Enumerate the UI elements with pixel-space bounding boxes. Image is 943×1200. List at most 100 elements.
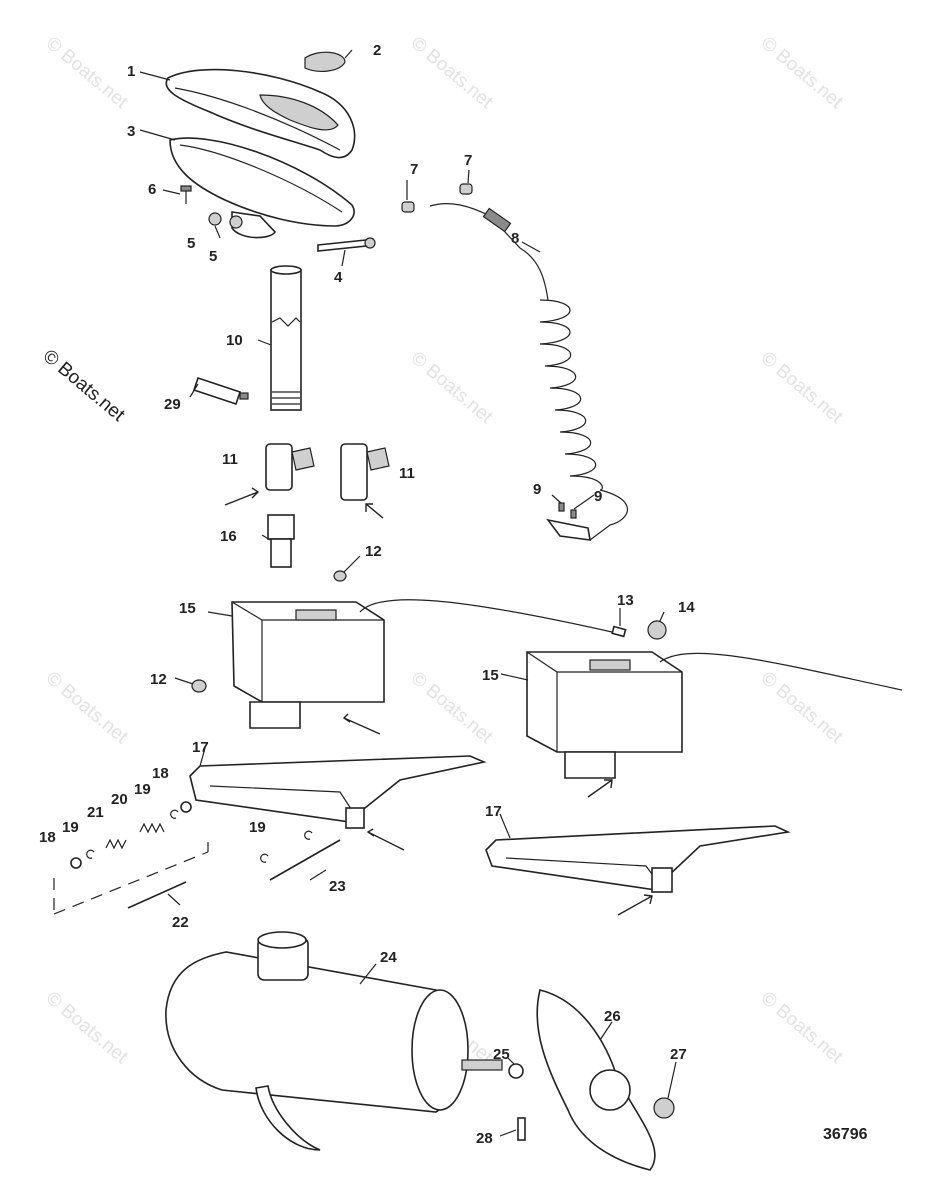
callout-19: 19 <box>134 781 151 798</box>
callout-9: 9 <box>594 488 602 505</box>
e-clip <box>86 849 95 859</box>
rod <box>269 839 341 881</box>
o-ring <box>333 570 347 582</box>
coiled-cable <box>429 203 629 541</box>
watermark: © Boats.net <box>42 988 132 1069</box>
callout-28: 28 <box>476 1130 493 1147</box>
control-head-housing <box>169 137 355 239</box>
callout-2: 2 <box>373 42 381 59</box>
copyright-text: © Boats.net <box>39 346 129 427</box>
callout-14: 14 <box>678 599 695 616</box>
nut <box>229 215 243 229</box>
clamp-bracket <box>485 825 791 893</box>
callout-26: 26 <box>604 1008 621 1025</box>
callout-23: 23 <box>329 878 346 895</box>
watermark: © Boats.net <box>42 33 132 114</box>
callout-17: 17 <box>485 803 502 820</box>
callout-15: 15 <box>482 667 499 684</box>
spring <box>105 838 127 850</box>
grommet <box>401 201 415 213</box>
mount-housing <box>231 599 613 729</box>
screw <box>180 185 192 204</box>
callout-12: 12 <box>150 671 167 688</box>
control-head-cover <box>165 68 356 159</box>
callout-27: 27 <box>670 1046 687 1063</box>
washer <box>180 801 192 813</box>
callout-7: 7 <box>464 152 472 169</box>
watermark: © Boats.net <box>407 33 497 114</box>
callout-19: 19 <box>249 819 266 836</box>
callout-7: 7 <box>410 161 418 178</box>
callout-11: 11 <box>222 451 238 468</box>
leader-lines <box>139 49 677 1137</box>
bushing <box>267 514 295 568</box>
callout-9: 9 <box>533 481 541 498</box>
mount-housing <box>526 651 903 779</box>
e-clip <box>170 809 179 819</box>
assembly-arrow <box>365 503 384 519</box>
collar <box>340 443 390 501</box>
decal <box>304 51 346 72</box>
prop-nut <box>653 1097 675 1119</box>
nut <box>208 212 222 226</box>
drive-pin <box>517 1117 526 1141</box>
callout-20: 20 <box>111 791 128 808</box>
assembly-arrow <box>224 487 260 506</box>
grommet <box>459 183 473 195</box>
assembly-arrow <box>617 894 653 916</box>
assembly-arrow <box>587 779 613 798</box>
screw <box>558 502 565 512</box>
callout-labels: 1 2 3 4 5 5 6 7 7 8 9 9 10 11 11 12 12 1… <box>39 42 695 1147</box>
watermark: © Boats.net <box>757 668 847 749</box>
callout-24: 24 <box>380 949 397 966</box>
assembly-arrow <box>342 713 381 735</box>
callout-13: 13 <box>617 592 634 609</box>
rod <box>127 881 187 909</box>
callout-21: 21 <box>87 804 104 821</box>
propeller <box>536 989 656 1171</box>
e-clip <box>304 830 313 840</box>
motor <box>165 931 503 1151</box>
callout-18: 18 <box>39 829 56 846</box>
o-ring <box>191 679 207 693</box>
callout-1: 1 <box>127 63 135 80</box>
watermark-group: © Boats.net © Boats.net © Boats.net © Bo… <box>42 33 847 1069</box>
callout-15: 15 <box>179 600 196 617</box>
callout-8: 8 <box>511 230 519 247</box>
dashed-guide <box>53 842 209 915</box>
callout-10: 10 <box>226 332 243 349</box>
assembly-arrow <box>366 828 405 851</box>
spring <box>139 822 165 834</box>
callout-3: 3 <box>127 123 135 140</box>
washer <box>70 857 82 869</box>
callout-29: 29 <box>164 396 181 413</box>
callout-4: 4 <box>334 269 343 286</box>
watermark: © Boats.net <box>757 33 847 114</box>
collar <box>265 443 315 491</box>
steering-tube <box>270 265 302 411</box>
callout-12: 12 <box>365 543 382 560</box>
callout-19: 19 <box>62 819 79 836</box>
pin <box>611 625 627 638</box>
watermark: © Boats.net <box>757 988 847 1069</box>
washer <box>508 1063 524 1079</box>
bolt <box>317 237 376 252</box>
callout-22: 22 <box>172 914 189 931</box>
knob <box>647 620 667 640</box>
diagram-number: 36796 <box>823 1126 868 1143</box>
callout-5: 5 <box>187 235 195 252</box>
callout-25: 25 <box>493 1046 510 1063</box>
callout-6: 6 <box>148 181 156 198</box>
watermark: © Boats.net <box>757 348 847 429</box>
callout-5: 5 <box>209 248 217 265</box>
callout-11: 11 <box>399 465 415 482</box>
callout-18: 18 <box>152 765 169 782</box>
callout-16: 16 <box>220 528 237 545</box>
clamp-bracket <box>189 755 487 829</box>
screw <box>570 509 577 519</box>
callout-17: 17 <box>192 739 209 756</box>
e-clip <box>260 853 269 863</box>
grease-tube <box>192 376 249 406</box>
watermark: © Boats.net <box>407 348 497 429</box>
